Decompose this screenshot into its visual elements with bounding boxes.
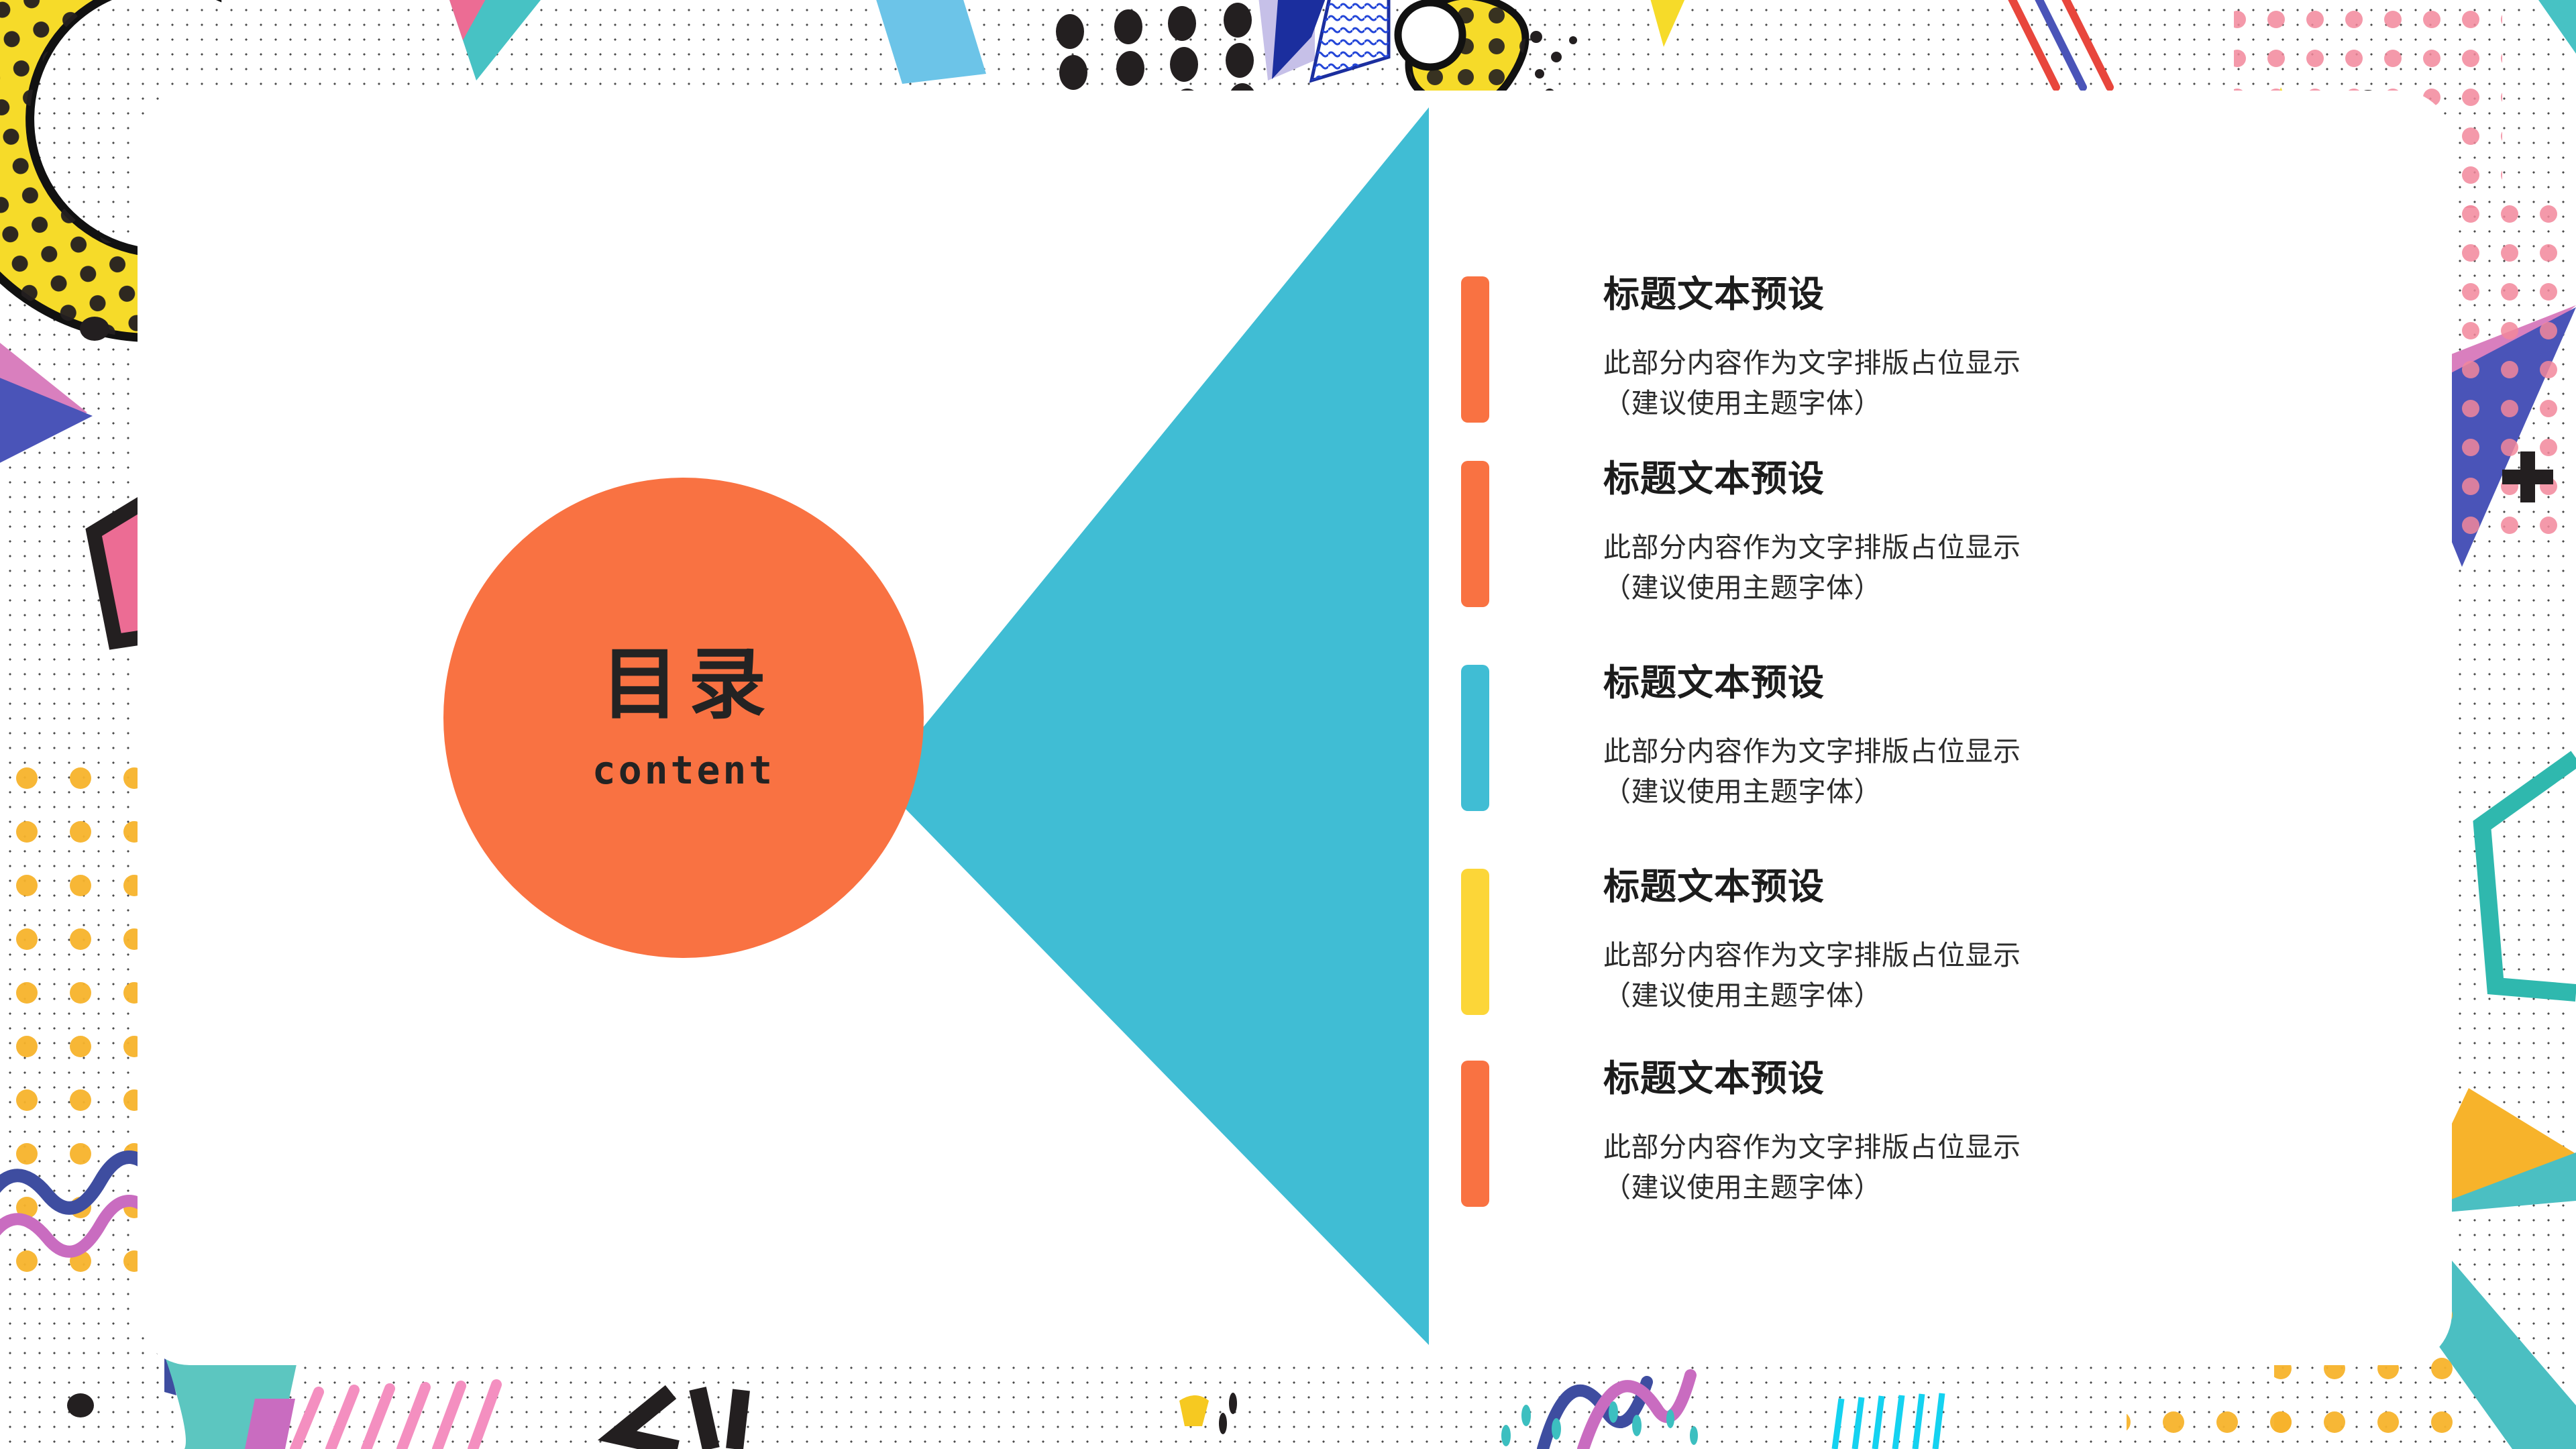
diagonal-stripes-icon: [2008, 0, 2114, 91]
cyan-vertical-stripes-icon: [1831, 1393, 1945, 1449]
lightblue-bar-icon: [876, 0, 986, 84]
item-color-bar-2: [1461, 461, 1489, 607]
item-body-2: 此部分内容作为文字排版占位显示 （建议使用主题字体）: [1603, 531, 2021, 604]
teal-outline-bracket-icon: [2473, 751, 2576, 1002]
teal-funnel-triangle: [879, 107, 1429, 1345]
yellow-sliver-icon: [1650, 0, 1685, 47]
agenda-item-3[interactable]: 标题文本预设 此部分内容作为文字排版占位显示 （建议使用主题字体）: [1461, 665, 2333, 812]
agenda-item-5[interactable]: 标题文本预设 此部分内容作为文字排版占位显示 （建议使用主题字体）: [1461, 1061, 2333, 1208]
pink-blue-triangle-left-icon: [0, 343, 93, 463]
item-body-4: 此部分内容作为文字排版占位显示 （建议使用主题字体）: [1603, 939, 2021, 1012]
item-title-3: 标题文本预设: [1603, 661, 1825, 704]
item-title-5: 标题文本预设: [1603, 1057, 1825, 1099]
pink-triangle-icon: [449, 0, 486, 40]
pink-stripes-icon: [290, 1379, 502, 1449]
teal-corner-triangle-icon: [2538, 0, 2576, 54]
plus-icon: [2502, 451, 2553, 502]
bottom-small-marks-icon: [1179, 1393, 1237, 1434]
agenda-item-4[interactable]: 标题文本预设 此部分内容作为文字排版占位显示 （建议使用主题字体）: [1461, 869, 2333, 1016]
blue-cube-icon: [1258, 0, 1391, 83]
funnel-diagram: [879, 107, 1429, 1345]
item-color-bar-1: [1461, 276, 1489, 423]
item-body-3: 此部分内容作为文字排版占位显示 （建议使用主题字体）: [1603, 735, 2021, 808]
center-title-en: content: [592, 747, 775, 793]
item-color-bar-3: [1461, 665, 1489, 811]
item-body-1: 此部分内容作为文字排版占位显示 （建议使用主题字体）: [1603, 347, 2021, 419]
item-title-1: 标题文本预设: [1603, 273, 1825, 315]
agenda-item-1[interactable]: 标题文本预设 此部分内容作为文字排版占位显示 （建议使用主题字体）: [1461, 276, 2333, 424]
item-color-bar-4: [1461, 869, 1489, 1015]
center-circle-badge[interactable]: 目录 content: [443, 478, 924, 958]
black-zigzag-icon: [597, 1385, 750, 1449]
teal-purple-blob-icon: [164, 1355, 299, 1449]
center-bottom-waves-icon: [1501, 1369, 1698, 1449]
item-title-4: 标题文本预设: [1603, 865, 1825, 908]
item-body-5: 此部分内容作为文字排版占位显示 （建议使用主题字体）: [1603, 1131, 2021, 1203]
agenda-item-2[interactable]: 标题文本预设 此部分内容作为文字排版占位显示 （建议使用主题字体）: [1461, 461, 2333, 608]
center-title-cn: 目录: [601, 639, 775, 730]
yellow-dotted-blob-icon: [1394, 0, 1577, 111]
item-color-bar-5: [1461, 1061, 1489, 1207]
item-title-2: 标题文本预设: [1603, 458, 1825, 500]
gold-dot-field-right2-icon: [2127, 1382, 2314, 1449]
